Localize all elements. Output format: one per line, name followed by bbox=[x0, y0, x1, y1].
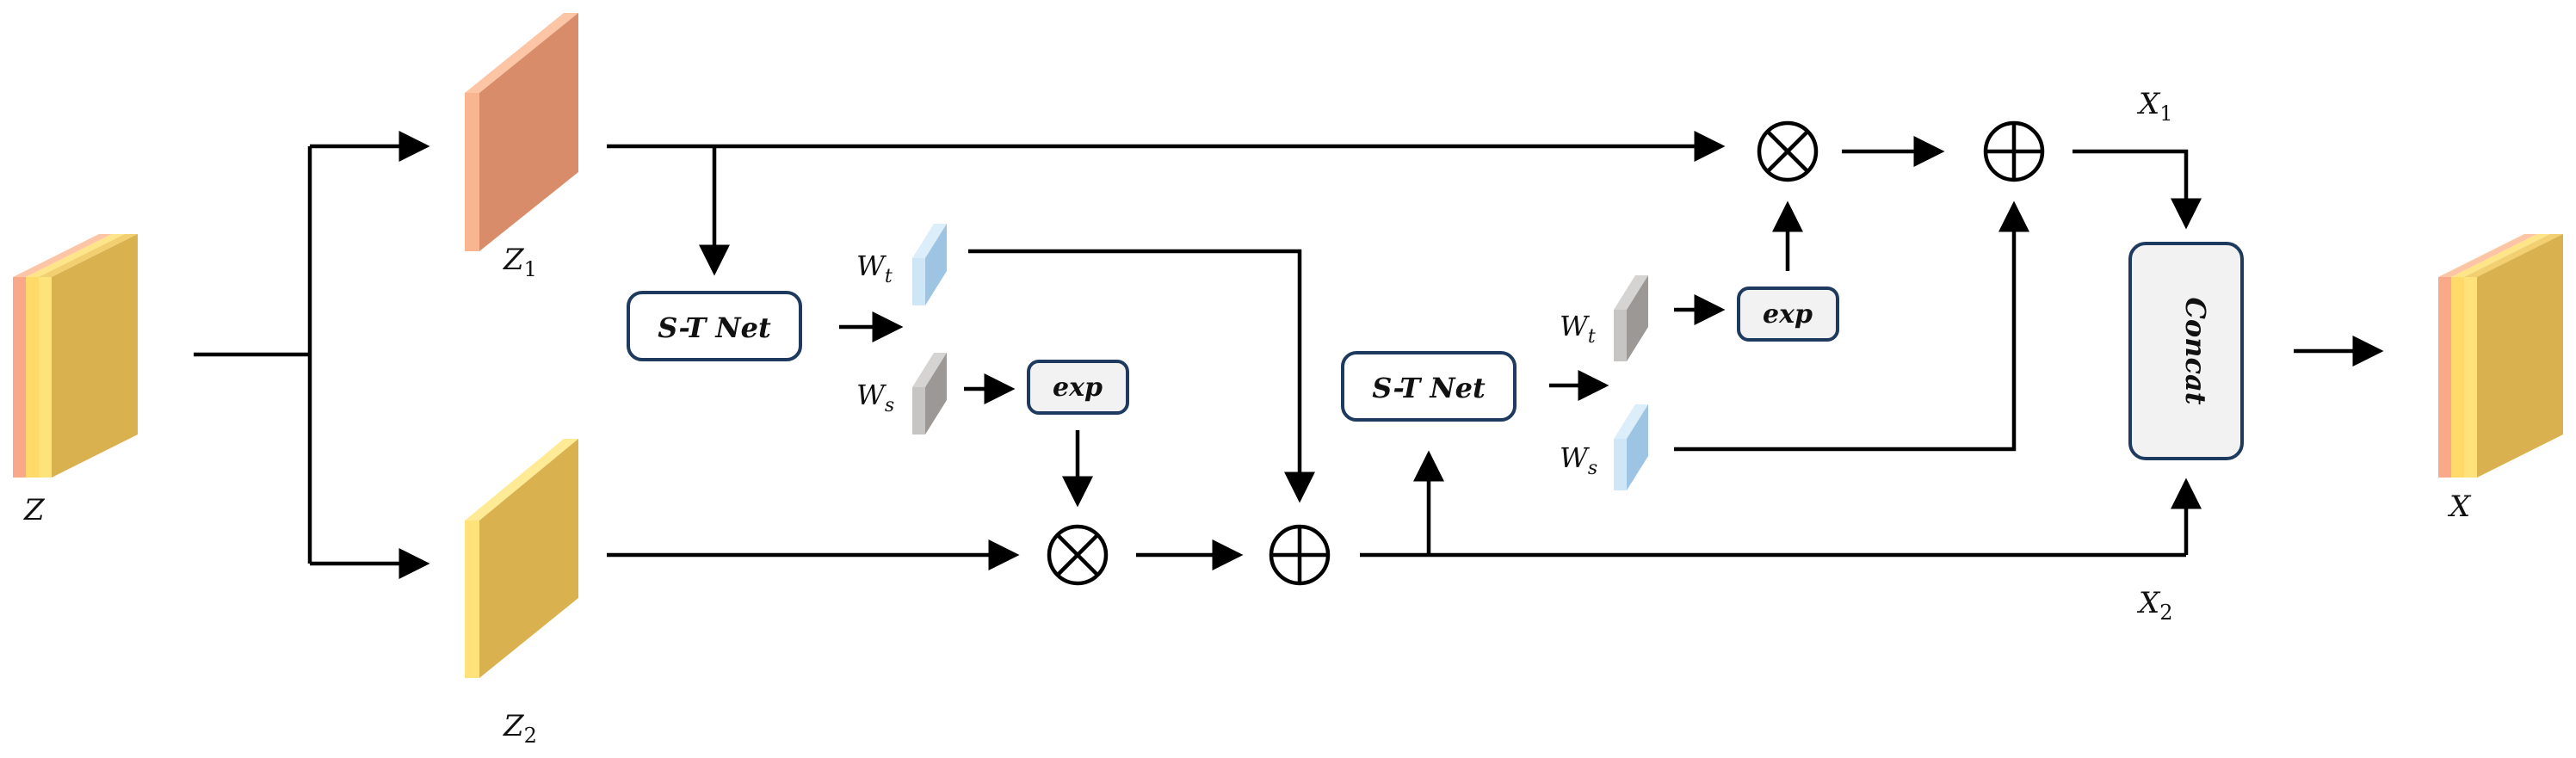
split-wires bbox=[194, 131, 430, 579]
ws-b-to-add2 bbox=[1674, 200, 2029, 452]
multiply-circle-icon-2 bbox=[1757, 120, 1819, 182]
multiply-circle-icon-1 bbox=[1047, 524, 1109, 586]
input-tensor-z bbox=[13, 234, 138, 478]
label-ws-b: Ws bbox=[1560, 441, 1597, 479]
label-ws-a: Ws bbox=[856, 379, 894, 416]
st-net-2-box bbox=[1341, 351, 1517, 422]
st-net-2-label: S-T Net bbox=[1372, 372, 1486, 404]
add-circle-icon-1 bbox=[1269, 524, 1331, 586]
concat-label: Concat bbox=[2179, 297, 2212, 404]
label-wt-a: Wt bbox=[856, 250, 893, 287]
label-z1: Z1 bbox=[503, 243, 537, 281]
label-wt-b: Wt bbox=[1560, 310, 1596, 348]
tensor-z1 bbox=[465, 13, 578, 251]
output-tensor-x bbox=[2438, 234, 2563, 478]
weight-ws-b bbox=[1614, 404, 1648, 490]
label-x2: X2 bbox=[2136, 586, 2173, 625]
label-x: X bbox=[2447, 490, 2472, 524]
st-net-1-label: S-T Net bbox=[658, 311, 771, 344]
exp-2-box bbox=[1737, 287, 1839, 342]
weight-ws-a bbox=[912, 353, 947, 434]
exp-1-box bbox=[1027, 360, 1129, 415]
exp-2-label: exp bbox=[1763, 299, 1813, 330]
weight-wt-a bbox=[912, 224, 947, 305]
label-z2: Z2 bbox=[503, 709, 537, 748]
st-net-1-box bbox=[627, 291, 802, 361]
label-z: Z bbox=[23, 493, 46, 527]
concat-box bbox=[2128, 242, 2244, 460]
weight-wt-b bbox=[1614, 275, 1648, 361]
wt-a-to-add1 bbox=[968, 249, 1315, 503]
exp-1-label: exp bbox=[1053, 373, 1103, 403]
add-circle-icon-2 bbox=[1983, 120, 2045, 182]
tensor-z2 bbox=[465, 439, 578, 678]
x1-to-concat bbox=[2073, 149, 2202, 230]
label-x1: X1 bbox=[2136, 87, 2173, 126]
